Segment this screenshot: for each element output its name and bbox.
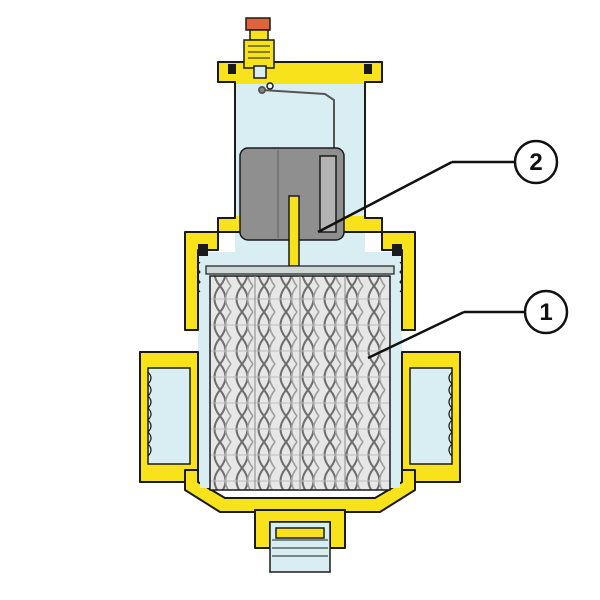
port-threads: [147, 261, 453, 457]
mesh-element: [209, 275, 391, 491]
gaskets: [198, 64, 402, 256]
center-rod: [288, 195, 300, 267]
callout-1-label: 1: [539, 299, 552, 326]
vent-valve: [243, 17, 275, 90]
callout-2-label: 2: [529, 149, 542, 176]
drain-plug: [269, 521, 331, 573]
callout-1-circle: [523, 289, 569, 335]
float-lever: [258, 86, 335, 150]
callout-2: 2: [317, 139, 559, 234]
mesh-plate: [205, 265, 395, 275]
callout-2-circle: [513, 139, 559, 185]
callout-1: 1: [367, 289, 569, 360]
float: [239, 147, 345, 241]
